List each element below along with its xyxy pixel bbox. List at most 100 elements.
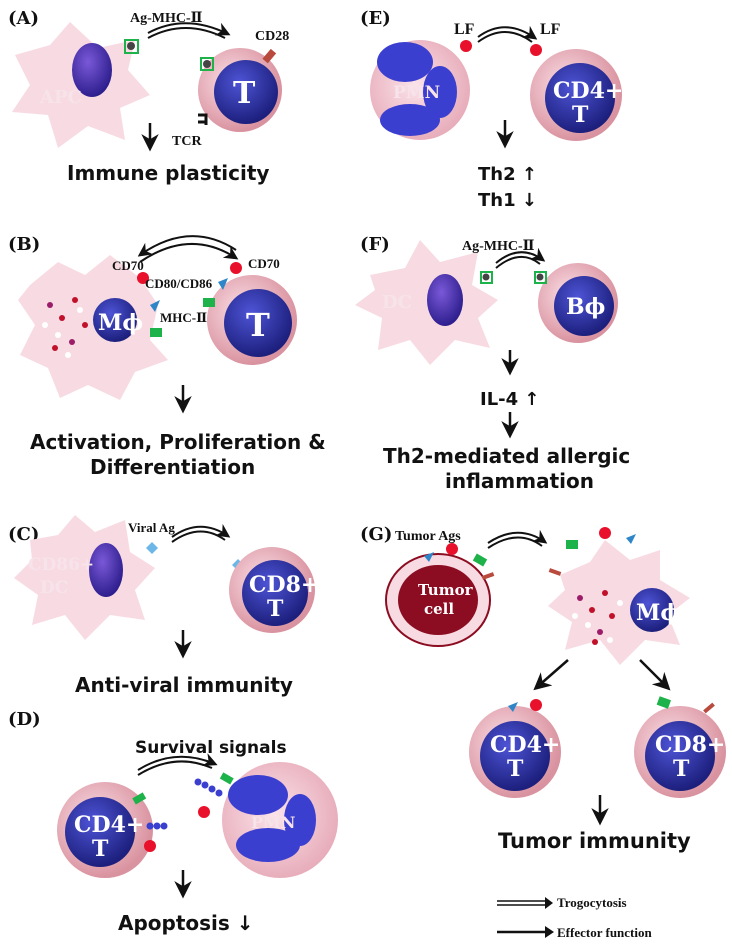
panel-b: (B) Mϕ CD70 CD80/CD86 MHC-Ⅱ T CD70 Activ… bbox=[8, 234, 326, 479]
panel-g-outcome: Tumor immunity bbox=[498, 829, 691, 853]
panel-f-mid: IL-4 ↑ bbox=[480, 389, 540, 410]
panel-b-tag: (B) bbox=[8, 234, 40, 255]
cd80-cd86-marker bbox=[150, 300, 160, 312]
panel-b-outcome-line1: Activation, Proliferation & bbox=[30, 430, 326, 454]
macrophage-b-label: Mϕ bbox=[98, 310, 143, 336]
dc-c bbox=[14, 515, 155, 640]
cd8-t-cell-c-label-line2: T bbox=[267, 596, 284, 622]
dc-f bbox=[355, 240, 498, 365]
cd8-t-cell-c-label-line1: CD8+ bbox=[249, 572, 319, 598]
tumor-cell-label-line2: cell bbox=[424, 600, 454, 618]
lf-marker-left bbox=[460, 40, 472, 52]
cd4-t-cell-e-label-line1: CD4+ bbox=[553, 78, 623, 104]
pmn-e-lobe2 bbox=[423, 66, 457, 118]
cd80-cd86-label: CD80/CD86 bbox=[145, 276, 213, 291]
t-cell-b-label: T bbox=[246, 306, 270, 344]
panel-e-outcome-line1: Th2 ↑ bbox=[478, 164, 537, 185]
cd4-t-cell-g-label-line1: CD4+ bbox=[490, 732, 560, 758]
cd70-label-right: CD70 bbox=[248, 256, 280, 271]
dc-f-nucleus bbox=[427, 274, 463, 326]
panel-g: (G) Tumor Ags Tumor cell Mϕ CD4+ T bbox=[360, 524, 726, 853]
macrophage-g-label: Mϕ bbox=[636, 600, 681, 626]
dc-c-label-line1: CD86+ bbox=[28, 555, 94, 575]
cd70-marker-left bbox=[137, 272, 149, 284]
tumor-cell-nucleus bbox=[398, 565, 478, 635]
panel-d-outcome: Apoptosis ↓ bbox=[118, 911, 254, 935]
panel-d-tag: (D) bbox=[8, 709, 41, 730]
cd4-t-cell-g-label-line2: T bbox=[507, 756, 524, 782]
panel-a: (A) APC Ag-MHC-Ⅱ T CD28 TCR Immune plast… bbox=[8, 8, 289, 185]
tumor-ags-label: Tumor Ags bbox=[395, 529, 461, 544]
cd28-label: CD28 bbox=[255, 29, 289, 44]
cd8-t-cell-g-label-line1: CD8+ bbox=[655, 732, 725, 758]
cd4-t-cell-g-nucleus bbox=[480, 721, 550, 791]
panel-a-outcome: Immune plasticity bbox=[67, 161, 269, 185]
t-cell-a-label: T bbox=[233, 76, 256, 111]
apc-nucleus bbox=[72, 43, 112, 97]
cd4-t-cell-e-label-line2: T bbox=[572, 102, 589, 128]
apc-label: APC bbox=[39, 87, 82, 108]
t-cell-a-nucleus bbox=[214, 60, 278, 124]
cd4-t-cell-d-nucleus bbox=[65, 797, 135, 867]
survival-signal-chain-left bbox=[146, 822, 168, 830]
lf-label-left: LF bbox=[454, 21, 475, 38]
lf-label-right: LF bbox=[540, 21, 561, 38]
panel-e-outcome-line2: Th1 ↓ bbox=[478, 190, 537, 211]
bidirectional-arrow-b-left bbox=[137, 235, 237, 257]
ag-mhc-marker bbox=[124, 39, 139, 54]
pmn-d-lobe1 bbox=[228, 775, 288, 815]
trogocytosis-arrow-e bbox=[477, 31, 533, 43]
panel-c-outcome: Anti-viral immunity bbox=[75, 673, 293, 697]
pmn-d-label: PMN bbox=[251, 813, 295, 832]
cd4-t-cell-d-label-line1: CD4+ bbox=[74, 812, 144, 838]
legend: Trogocytosis Effector function bbox=[497, 895, 652, 940]
cd4-t-cell-d-label-line2: T bbox=[92, 836, 109, 862]
survival-signal-chain-right bbox=[194, 778, 223, 797]
tumor-cell-label-line1: Tumor bbox=[418, 581, 474, 599]
survival-signals-label: Survival signals bbox=[135, 738, 287, 758]
granules-b bbox=[42, 297, 88, 358]
macrophage-b bbox=[18, 255, 168, 400]
trogocytosis-arrow-f bbox=[495, 256, 541, 269]
legend-trogocytosis-label: Trogocytosis bbox=[557, 895, 627, 910]
granules-g bbox=[572, 590, 623, 645]
pmn-d-lobe3 bbox=[236, 828, 300, 862]
dc-c-nucleus bbox=[89, 543, 123, 597]
panel-f: (F) DC Ag-MHC-Ⅱ Bϕ IL-4 ↑ Th2-mediated a… bbox=[355, 234, 630, 493]
panel-f-tag: (F) bbox=[360, 234, 390, 255]
b-cell-f-label: Bϕ bbox=[566, 294, 605, 320]
cd70-marker-right bbox=[230, 262, 242, 274]
panel-g-tag: (G) bbox=[360, 524, 392, 545]
antigen-dot bbox=[127, 42, 135, 50]
panel-b-outcome-line2: Differentiation bbox=[90, 455, 255, 479]
ag-mhc-label-f: Ag-MHC-Ⅱ bbox=[462, 239, 535, 254]
trogocytosis-arrow-a bbox=[147, 27, 226, 39]
t-cell-b-nucleus bbox=[224, 289, 292, 357]
legend-effector-label: Effector function bbox=[557, 925, 652, 940]
pmn-e-label: PMN bbox=[393, 83, 440, 103]
panel-f-outcome-line2: inflammation bbox=[445, 469, 594, 493]
macrophage-b-nucleus bbox=[93, 298, 137, 342]
macrophage-g-nucleus bbox=[630, 588, 674, 632]
pmn-d-lobe2 bbox=[284, 794, 316, 846]
pmn-e-lobe1 bbox=[377, 42, 433, 82]
cd8-t-cell-g-nucleus bbox=[645, 721, 715, 791]
effector-arrow-g-left bbox=[533, 659, 569, 691]
mhc-ii-label: MHC-Ⅱ bbox=[160, 310, 207, 325]
tcr-marker bbox=[198, 113, 208, 125]
mhc-ii-marker-left bbox=[150, 328, 162, 337]
pmn-e-lobe3 bbox=[380, 104, 440, 136]
cd28-marker bbox=[262, 48, 277, 64]
viral-ag-label: Viral Ag bbox=[128, 520, 175, 535]
panel-c: (C) CD86+ DC Viral Ag CD8+ T Anti-viral … bbox=[8, 515, 319, 697]
panel-e: (E) PMN LF LF CD4+ T Th2 ↑ Th1 ↓ bbox=[360, 8, 623, 211]
viral-ag-marker-left bbox=[146, 542, 158, 554]
panel-a-tag: (A) bbox=[8, 8, 39, 29]
panel-f-outcome-line1: Th2-mediated allergic bbox=[383, 444, 630, 468]
cd8-t-cell-c-nucleus bbox=[242, 560, 308, 626]
b-cell-f-nucleus bbox=[554, 276, 614, 336]
dc-f-label: DC bbox=[382, 292, 412, 313]
cd4-t-cell-e-nucleus bbox=[545, 63, 615, 133]
